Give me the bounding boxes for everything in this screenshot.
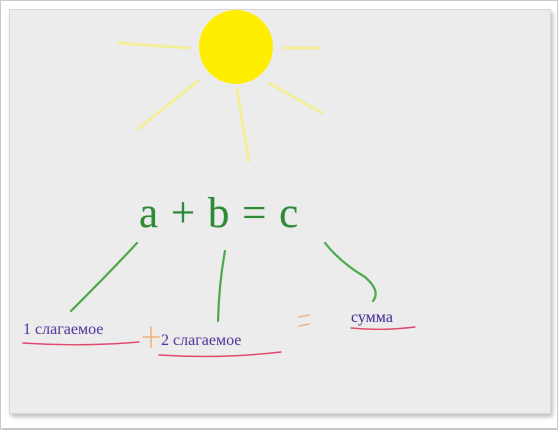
connector-to-addend-1 [69, 241, 139, 313]
underline-sum [350, 326, 416, 330]
formula-text: a + b = c [139, 190, 300, 237]
underline-addend-1 [22, 341, 140, 346]
equals-mark [298, 314, 310, 327]
plus-mark [142, 326, 160, 348]
underline-addend-2 [158, 351, 282, 358]
drawing-canvas [9, 9, 551, 414]
sun-ray-bottom [235, 87, 251, 163]
sun-ray-lower-left [136, 79, 200, 131]
sun-ray-left [117, 41, 191, 50]
label-sum: сумма [351, 309, 393, 326]
connector-to-addend-2 [216, 249, 227, 323]
label-addend-2: 2 слагаемое [161, 332, 242, 349]
sun-ray-lower-right [267, 81, 324, 115]
sun-rays [117, 41, 324, 163]
connector-to-sum [323, 241, 377, 303]
label-underlines [22, 326, 416, 358]
label-addend-1: 1 слагаемое [23, 321, 104, 338]
sun-circle [199, 10, 273, 84]
connector-lines [69, 241, 377, 323]
